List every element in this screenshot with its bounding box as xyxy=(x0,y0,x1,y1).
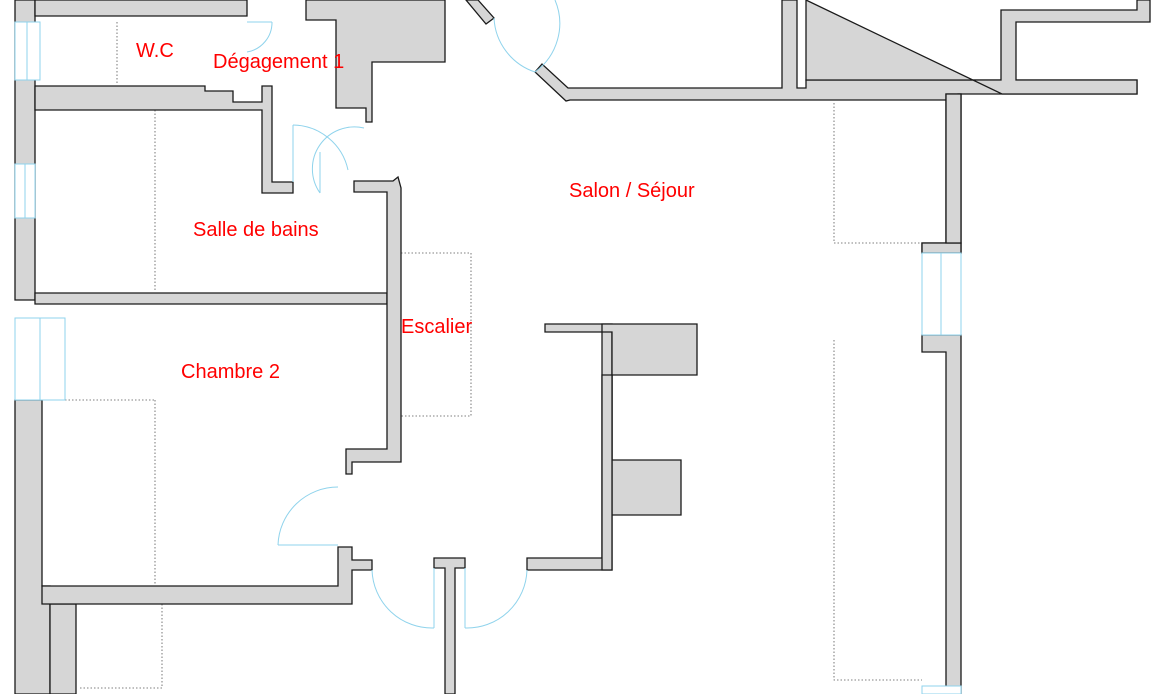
window-bottom-right xyxy=(921,685,962,694)
wall-top-left xyxy=(34,0,248,17)
exterior-wall-right-stem xyxy=(945,93,962,244)
walls xyxy=(14,0,1151,694)
wall-entry-right xyxy=(526,323,613,571)
label-escalier: Escalier xyxy=(401,316,472,338)
wall-top-jamb xyxy=(465,0,495,25)
wall-salon-top-right xyxy=(805,0,1151,95)
chimney-upper xyxy=(601,323,698,376)
wall-bath-bedroom xyxy=(34,292,388,305)
wall-entry-post-left xyxy=(433,557,466,694)
wall-degagement-block xyxy=(305,0,446,123)
wall-wc-bath xyxy=(34,85,294,194)
doors xyxy=(246,0,561,629)
exterior-wall-left-lower xyxy=(14,399,51,694)
wall-stair-left xyxy=(345,175,402,475)
exterior-wall-right-upper-b xyxy=(921,242,962,254)
label-chambre: Chambre 2 xyxy=(181,361,280,383)
label-degagement: Dégagement 1 xyxy=(213,51,344,73)
label-wc: W.C xyxy=(136,40,174,62)
label-salle-de-bains: Salle de bains xyxy=(193,219,319,241)
windows xyxy=(14,21,962,694)
chimney-lower-fill xyxy=(601,374,613,571)
dotted-outlines xyxy=(65,22,922,689)
room-labels: W.C Dégagement 1 Salle de bains Escalier… xyxy=(136,40,695,383)
wall-bedroom-bottom xyxy=(41,546,373,605)
label-salon: Salon / Séjour xyxy=(569,180,695,202)
exterior-wall-right-lower xyxy=(921,334,962,694)
chimney-middle xyxy=(611,375,682,516)
